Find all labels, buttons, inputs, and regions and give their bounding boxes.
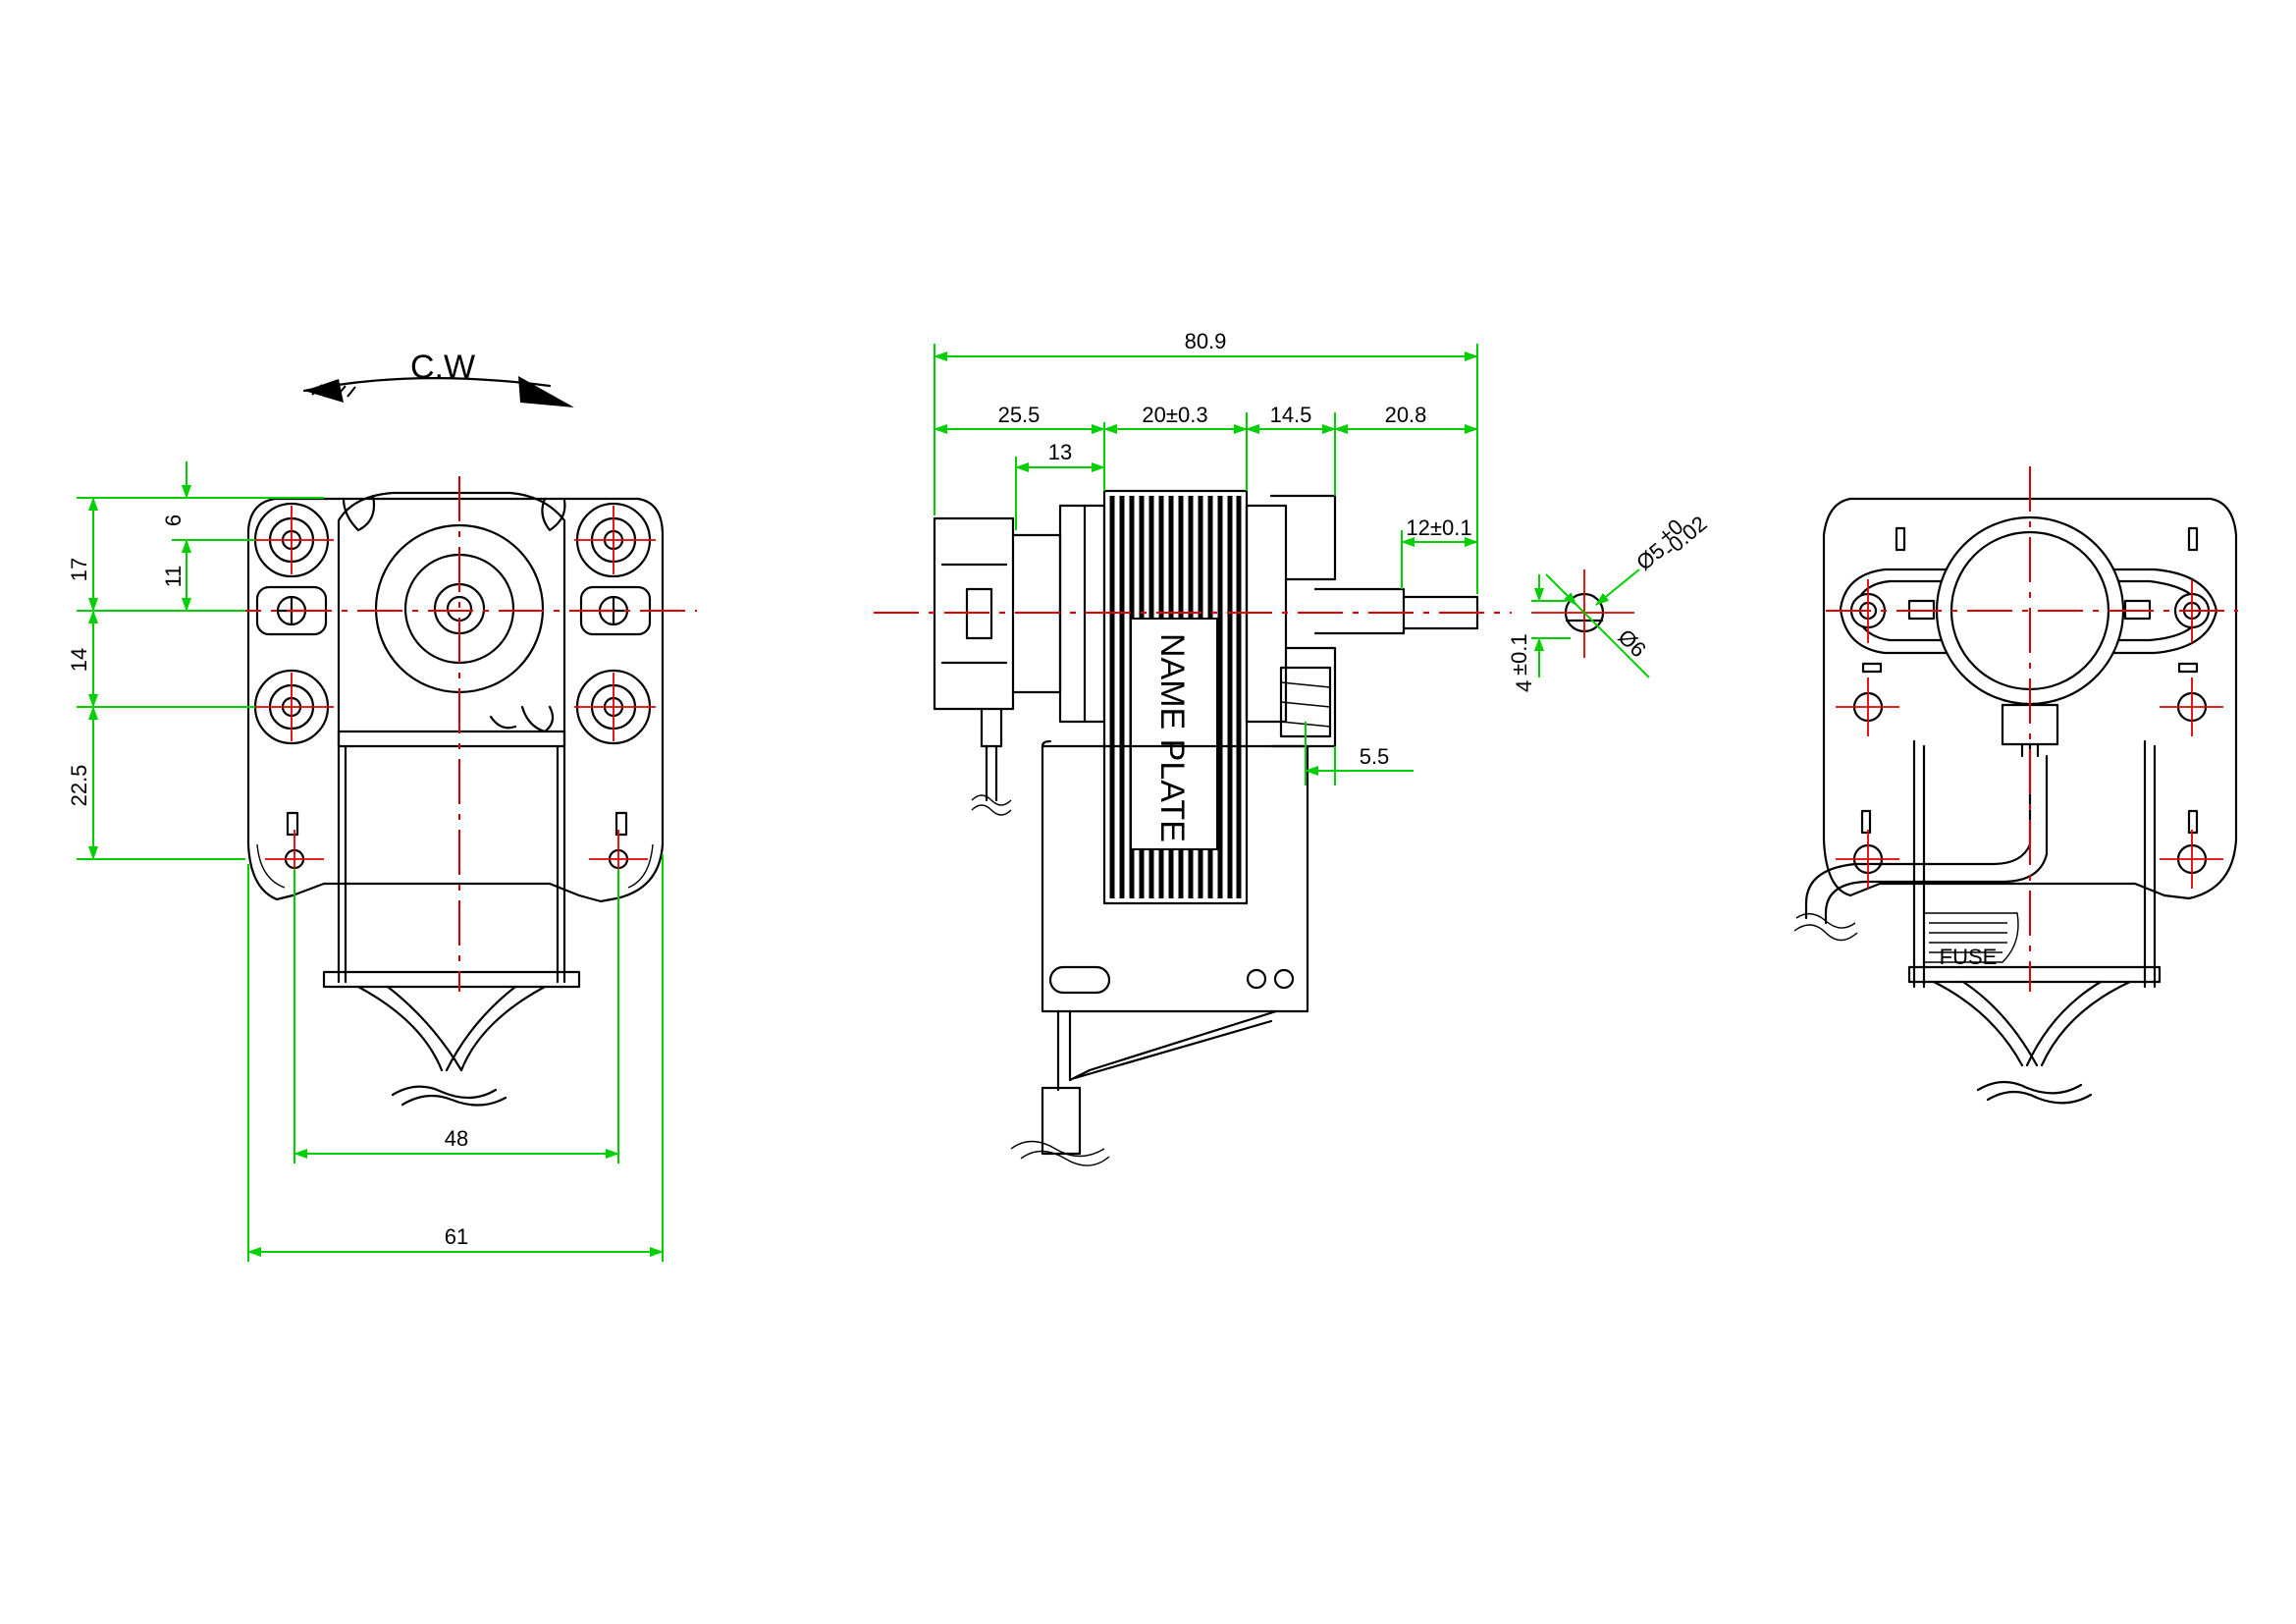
shaft-section: 4 ±0.1 Ø5 +0 -0.02 Ø6 [1507, 511, 1712, 692]
front-view: C.W [67, 349, 697, 1262]
side-view: NAME PLATE 80.9 [874, 329, 1512, 1166]
dim-22-5: 22.5 [67, 765, 91, 807]
rotation-label: C.W [410, 349, 475, 386]
dim-13: 13 [1048, 440, 1072, 464]
dim-11: 11 [161, 566, 186, 588]
shaft-flat-dim: 4 [1512, 680, 1536, 692]
dim-20-8: 20.8 [1385, 403, 1427, 427]
side-dimensions: 80.9 25.5 20±0.3 14.5 20.8 13 12±0.1 5.5 [934, 329, 1478, 785]
name-plate [1130, 618, 1218, 850]
dim-61: 61 [445, 1224, 468, 1249]
dim-5-5: 5.5 [1360, 744, 1390, 769]
fuse-label: FUSE [1940, 945, 1998, 969]
front-frame-plate [246, 497, 665, 903]
shaft-flat-tol: ±0.1 [1507, 633, 1531, 676]
dim-14: 14 [67, 648, 91, 672]
front-dimensions: 17 14 22.5 6 11 48 61 [67, 461, 664, 1262]
dim-48: 48 [445, 1126, 468, 1151]
shaft-outer-diameter: Ø6 [1613, 624, 1650, 662]
name-plate-label: NAME PLATE [1153, 633, 1191, 842]
rear-view: FUSE [1793, 466, 2238, 1105]
dim-17: 17 [67, 558, 91, 581]
dim-80-9: 80.9 [1185, 329, 1227, 353]
dim-stack: 20±0.3 [1142, 403, 1207, 427]
dim-12: 12±0.1 [1406, 515, 1471, 540]
rotation-arrow-icon: C.W [302, 349, 574, 407]
dim-14-5: 14.5 [1270, 403, 1312, 427]
dim-25-5: 25.5 [998, 403, 1041, 427]
dim-6: 6 [161, 514, 186, 526]
